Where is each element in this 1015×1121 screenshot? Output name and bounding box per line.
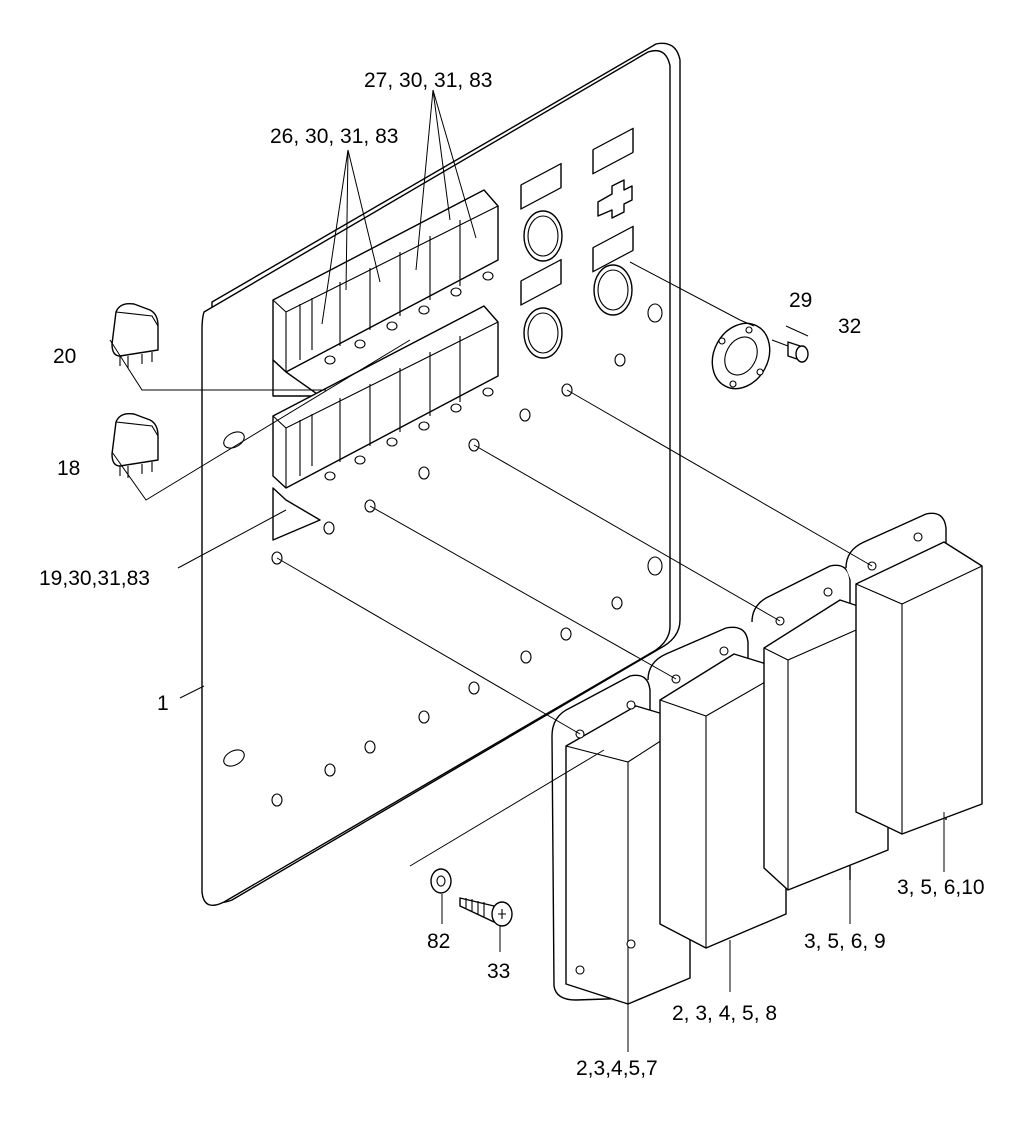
relay-18: [111, 412, 159, 478]
callout-82: 82: [427, 930, 451, 953]
callout-19-30-31-83: 19,30,31,83: [39, 567, 150, 590]
washer-82: [430, 868, 452, 894]
callout-29: 29: [789, 289, 813, 312]
mounting-panel: [201, 42, 681, 906]
callout-33: 33: [487, 960, 511, 983]
terminal-strip-lower: [272, 305, 499, 541]
panel-connectors: [520, 127, 634, 359]
screw-32: [771, 339, 809, 363]
callout-3-5-6-10: 3, 5, 6,10: [897, 876, 985, 899]
callout-20: 20: [53, 345, 77, 368]
terminal-strip-upper: [272, 189, 499, 397]
enclosure-7: [551, 674, 691, 1005]
callout-3-5-6-9: 3, 5, 6, 9: [804, 930, 886, 953]
callout-18: 18: [57, 457, 81, 480]
callout-27-30-31-83: 27, 30, 31, 83: [364, 69, 493, 92]
relay-20: [111, 302, 159, 368]
leader-lines: [109, 89, 945, 1052]
callout-1: 1: [157, 692, 169, 715]
callout-2-3-4-5-7: 2,3,4,5,7: [576, 1057, 658, 1080]
fuse-holder-icon: [597, 179, 633, 219]
enclosure-10: [845, 512, 983, 835]
callout-2-3-4-5-8: 2, 3, 4, 5, 8: [672, 1002, 778, 1025]
connector-flange-29: [711, 322, 771, 390]
callout-26-30-31-83: 26, 30, 31, 83: [270, 125, 399, 148]
panel-slot-lower: [223, 749, 245, 767]
screw-33: [459, 897, 513, 927]
enclosure-8: [647, 626, 787, 949]
callout-32: 32: [838, 315, 862, 338]
